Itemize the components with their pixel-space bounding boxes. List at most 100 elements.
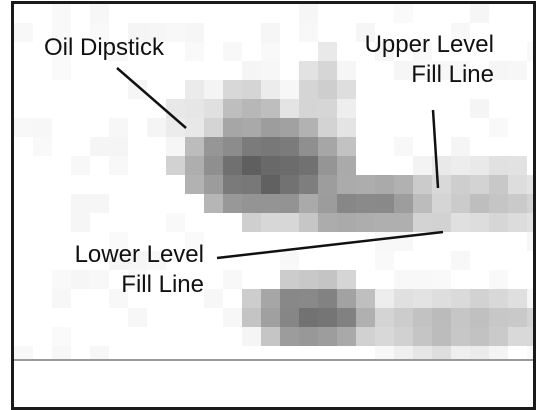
image-pixel-block [318,175,337,194]
image-pixel-block [71,270,90,289]
image-pixel-block [204,194,223,213]
image-pixel-block [318,213,337,232]
image-pixel-block [280,80,299,99]
image-pixel-block [508,289,527,308]
image-pixel-block [451,346,470,359]
image-pixel-block [318,327,337,346]
image-pixel-block [489,118,508,137]
image-pixel-block [14,23,33,42]
image-pixel-block [413,42,432,61]
image-pixel-block [261,327,280,346]
image-pixel-block [337,213,356,232]
image-pixel-block [299,194,318,213]
image-pixel-block [318,61,337,80]
image-pixel-block [52,42,71,61]
image-pixel-block [261,308,280,327]
image-pixel-block [261,118,280,137]
image-pixel-block [394,61,413,80]
image-pixel-block [128,80,147,99]
image-pixel-block [337,99,356,118]
image-pixel-block [299,175,318,194]
image-pixel-block [204,175,223,194]
image-pixel-block [318,194,337,213]
image-pixel-block [204,289,223,308]
image-pixel-block [299,308,318,327]
image-pixel-block [375,175,394,194]
image-pixel-block [413,156,432,175]
image-pixel-block [185,232,204,251]
image-pixel-block [432,270,451,289]
image-pixel-block [508,194,527,213]
image-pixel-block [90,4,109,23]
image-pixel-block [318,156,337,175]
image-pixel-block [109,232,128,251]
image-pixel-block [223,270,242,289]
image-pixel-block [470,213,489,232]
image-pixel-block [432,61,451,80]
image-bottom-band [14,359,533,407]
image-pixel-block [223,99,242,118]
image-pixel-block [223,308,242,327]
pixelated-dipstick-image [14,4,533,359]
lower-level-line1: Lower Level [74,241,204,268]
image-pixel-block [223,175,242,194]
image-pixel-block [318,118,337,137]
image-pixel-block [318,99,337,118]
image-pixel-block [451,156,470,175]
image-pixel-block [337,137,356,156]
image-pixel-block [337,80,356,99]
image-pixel-block [223,42,242,61]
image-pixel-block [223,137,242,156]
image-pixel-block [413,270,432,289]
image-pixel-block [432,156,451,175]
image-pixel-block [489,213,508,232]
image-pixel-block [337,270,356,289]
image-pixel-block [299,156,318,175]
image-pixel-block [337,61,356,80]
image-pixel-block [451,213,470,232]
image-pixel-block [223,194,242,213]
image-pixel-block [280,137,299,156]
image-pixel-block [204,137,223,156]
image-pixel-block [375,251,394,270]
image-pixel-block [299,80,318,99]
image-pixel-block [71,194,90,213]
image-pixel-block [375,346,394,359]
image-pixel-block [90,346,109,359]
image-pixel-block [470,175,489,194]
image-pixel-block [185,23,204,42]
image-pixel-block [508,156,527,175]
image-pixel-block [33,137,52,156]
image-pixel-block [223,118,242,137]
image-pixel-block [337,156,356,175]
image-pixel-block [413,289,432,308]
image-pixel-block [489,346,508,359]
image-pixel-block [185,42,204,61]
image-pixel-block [337,118,356,137]
image-pixel-block [185,99,204,118]
image-pixel-block [261,61,280,80]
image-pixel-block [185,137,204,156]
image-pixel-block [356,194,375,213]
image-pixel-block [261,156,280,175]
image-pixel-block [394,137,413,156]
image-pixel-block [451,194,470,213]
image-pixel-block [394,308,413,327]
image-pixel-block [375,308,394,327]
image-pixel-block [52,4,71,23]
image-pixel-block [432,175,451,194]
image-pixel-block [280,251,299,270]
image-pixel-block [527,42,533,61]
image-pixel-block [470,156,489,175]
image-pixel-block [280,156,299,175]
image-pixel-block [527,308,533,327]
image-pixel-block [261,99,280,118]
image-pixel-block [318,80,337,99]
image-pixel-block [223,156,242,175]
image-pixel-block [527,175,533,194]
image-pixel-block [185,80,204,99]
image-pixel-block [299,270,318,289]
image-pixel-block [489,194,508,213]
image-pixel-block [166,118,185,137]
image-pixel-block [470,99,489,118]
